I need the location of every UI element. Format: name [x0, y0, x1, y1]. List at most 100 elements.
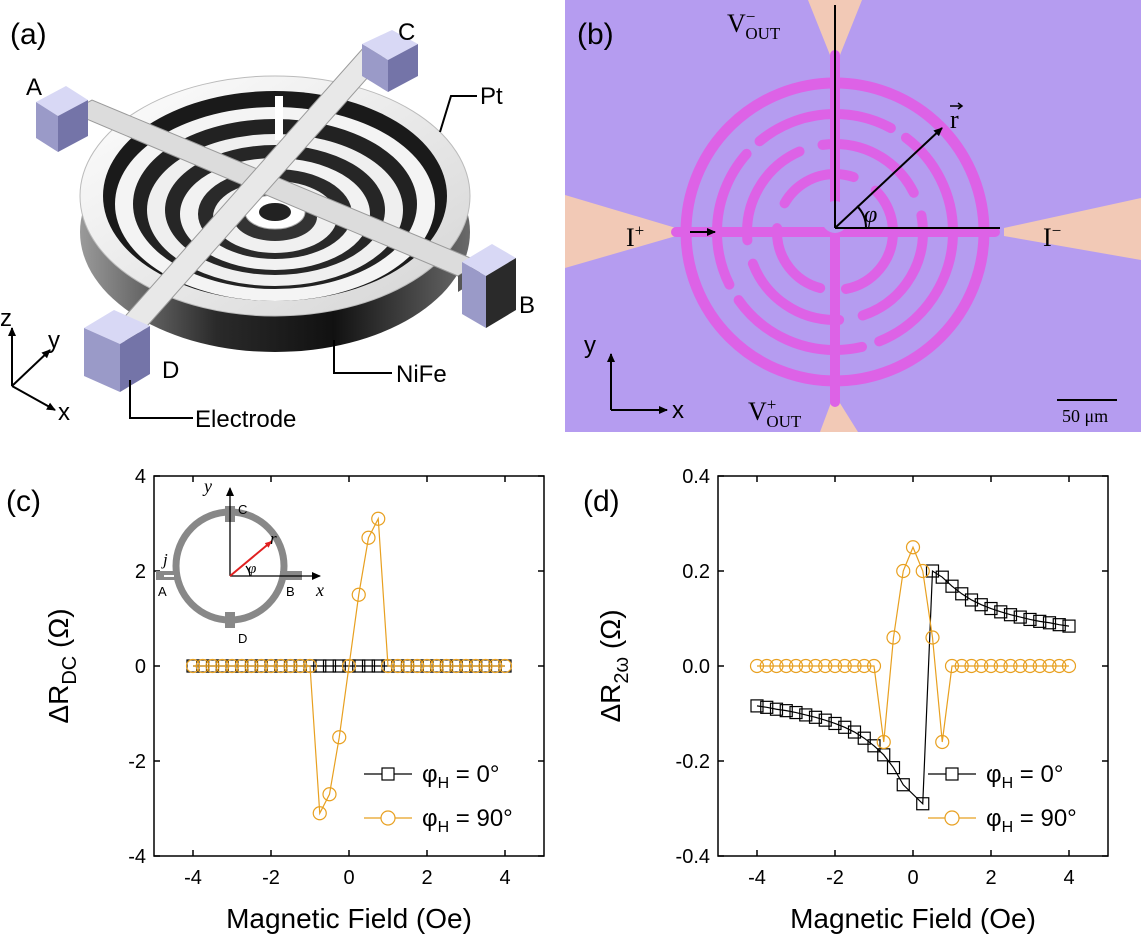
data-point-circle	[419, 658, 435, 674]
ylabel-d: ΔR2ω (Ω)	[595, 609, 633, 722]
data-point-circle	[458, 658, 474, 674]
data-point-circle	[273, 658, 288, 674]
y-tick-label: -0.2	[676, 751, 710, 773]
data-point-circle	[818, 658, 833, 674]
data-point-square	[984, 601, 998, 616]
data-point-circle	[779, 658, 794, 674]
legend-marker-square	[945, 767, 959, 781]
electrode-pads	[36, 30, 516, 392]
data-point-square	[867, 739, 881, 753]
micrograph-axis-y: y	[584, 332, 596, 359]
panel-label-b: (b)	[577, 18, 614, 51]
panel-label-c: (c)	[6, 485, 41, 518]
data-point-circle	[847, 658, 862, 674]
micrograph-annotations	[607, 5, 1117, 414]
pad-c	[362, 30, 418, 92]
data-point-circle	[263, 658, 279, 674]
data-point-circle	[185, 658, 201, 674]
data-point-circle	[468, 658, 483, 674]
axis-x-label: x	[58, 399, 70, 426]
data-point-square	[1013, 610, 1027, 624]
data-point-circle	[788, 658, 804, 674]
data-point-circle	[944, 658, 960, 674]
data-point-circle	[896, 563, 911, 579]
data-point-circle	[215, 658, 230, 674]
data-point-circle	[371, 511, 386, 526]
data-point-square	[964, 593, 979, 607]
i-minus-label: I−	[1043, 221, 1061, 252]
data-point-circle	[361, 530, 376, 545]
callout-lines	[129, 95, 477, 419]
data-point-square	[916, 797, 930, 811]
y-tick-label: -2	[128, 751, 146, 773]
xlabel-d: Magnetic Field (Oe)	[790, 903, 1036, 934]
data-point-circle	[234, 658, 249, 674]
pad-d	[84, 310, 150, 392]
data-point-circle	[1061, 658, 1077, 674]
xlabel-c: Magnetic Field (Oe)	[226, 903, 472, 934]
data-point-circle	[439, 658, 454, 674]
inset-diagram: y x C D A B j r φ	[156, 476, 324, 646]
data-point-square	[799, 708, 813, 722]
data-point-circle	[400, 658, 415, 674]
data-point-circle	[1052, 658, 1067, 674]
schematic-panel: (a)	[0, 18, 535, 433]
data-point-circle	[449, 658, 464, 674]
data-point-circle	[224, 658, 240, 674]
legend-marker-square	[381, 767, 395, 781]
data-point-circle	[964, 658, 979, 674]
data-point-square	[808, 710, 823, 724]
x-tick-label: -4	[748, 867, 766, 889]
data-point-circle	[322, 787, 337, 802]
series-d	[749, 540, 1077, 811]
data-point-circle	[915, 563, 930, 579]
data-point-circle	[886, 630, 901, 645]
y-tick-label: 0.0	[682, 656, 710, 678]
contact-pads	[565, 0, 1141, 432]
inset-r-label: r	[270, 529, 277, 548]
vout-plus-label: V+OUT	[748, 395, 802, 431]
x-tick-label: 4	[1063, 867, 1074, 889]
data-point-square	[1033, 614, 1047, 628]
data-point-square	[857, 731, 871, 745]
x-tick-label: 2	[421, 867, 432, 889]
y-tick-label: 0	[135, 656, 146, 678]
x-tick-label: -2	[262, 867, 280, 889]
inset-j-label: j	[161, 550, 168, 569]
legend-label: φH = 0°	[422, 761, 499, 792]
y-tick-label: -0.4	[676, 846, 710, 868]
micrograph-axis-x: x	[672, 397, 684, 424]
x-tick-label: 0	[907, 867, 918, 889]
vout-minus-label: V−OUT	[727, 7, 781, 43]
electrode-label-d: D	[162, 357, 179, 384]
data-point-square	[769, 702, 784, 716]
data-point-circle	[759, 658, 774, 674]
data-point-circle	[351, 587, 366, 602]
inset-x-label: x	[315, 580, 324, 600]
data-point-square	[371, 659, 385, 673]
i-plus-label: I+	[626, 221, 644, 252]
data-point-square	[896, 778, 910, 792]
data-point-circle	[954, 658, 969, 674]
data-point-circle	[769, 658, 784, 674]
inset-d-label: D	[238, 631, 247, 646]
data-point-square	[974, 598, 988, 612]
inset-lead-d	[225, 612, 235, 628]
scale-bar-label: 50 μm	[1062, 406, 1108, 426]
panel-label-a: (a)	[10, 18, 47, 51]
panel-label-d: (d)	[583, 485, 620, 518]
data-point-circle	[935, 734, 950, 750]
legend-marker-circle	[380, 810, 396, 826]
r-vector-label: r	[950, 105, 959, 134]
inset-y-label: y	[202, 476, 212, 496]
r-vector-arrow-icon	[950, 102, 964, 110]
data-point-circle	[1042, 658, 1057, 674]
data-point-circle	[254, 658, 269, 674]
data-point-square	[1023, 612, 1037, 627]
data-point-circle	[1022, 658, 1038, 674]
x-tick-label: -4	[184, 867, 202, 889]
data-point-circle	[1003, 658, 1018, 674]
